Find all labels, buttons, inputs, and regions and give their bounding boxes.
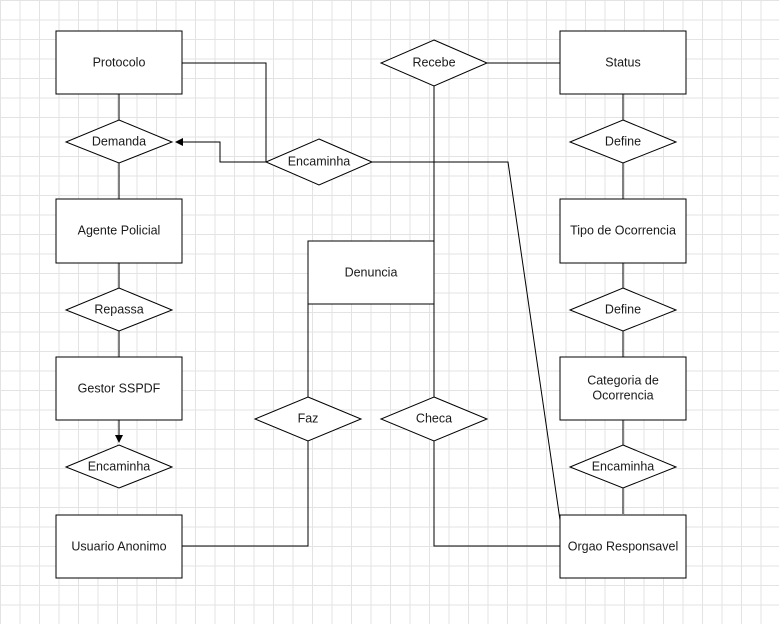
entity-denuncia[interactable]: Denuncia [307, 240, 435, 305]
relationship-define-2-label: Define [605, 302, 641, 316]
entity-orgao-responsavel-label: Orgao Responsavel [568, 539, 678, 553]
edge-encaminha-demanda [175, 138, 266, 163]
entity-denuncia-label: Denuncia [345, 265, 398, 279]
relationship-define-2[interactable]: Define [568, 287, 678, 332]
entity-agente-policial-label: Agente Policial [78, 223, 161, 237]
relationship-encaminha-right-label: Encaminha [592, 459, 655, 473]
entity-status[interactable]: Status [559, 30, 687, 95]
entity-status-label: Status [605, 55, 640, 69]
entity-categoria-label-line1: Categoria de [587, 373, 659, 387]
relationship-encaminha-left-label: Encaminha [88, 459, 151, 473]
relationship-recebe-label: Recebe [412, 55, 455, 69]
entity-categoria-ocorrencia[interactable]: Categoria de Ocorrencia [559, 356, 687, 421]
relationship-encaminha-left[interactable]: Encaminha [64, 444, 174, 489]
relationship-encaminha-center[interactable]: Encaminha [264, 138, 374, 186]
relationship-encaminha-center-label: Encaminha [288, 154, 351, 168]
relationship-checa[interactable]: Checa [379, 396, 489, 442]
entity-tipo-ocorrencia[interactable]: Tipo de Ocorrencia [559, 198, 687, 264]
relationship-checa-label: Checa [416, 411, 452, 425]
relationship-repassa[interactable]: Repassa [64, 287, 174, 332]
relationship-demanda-label: Demanda [92, 134, 146, 148]
edge-encaminha-orgao-responsavel [372, 161, 561, 521]
relationship-define-1-label: Define [605, 134, 641, 148]
entity-protocolo-label: Protocolo [93, 55, 146, 69]
entity-gestor-sspdf-label: Gestor SSPDF [78, 381, 161, 395]
entity-gestor-sspdf[interactable]: Gestor SSPDF [55, 356, 183, 421]
entity-tipo-ocorrencia-label: Tipo de Ocorrencia [570, 223, 676, 237]
relationship-define-1[interactable]: Define [568, 119, 678, 164]
relationship-demanda[interactable]: Demanda [64, 119, 174, 164]
entity-protocolo[interactable]: Protocolo [55, 30, 183, 95]
relationship-encaminha-right[interactable]: Encaminha [568, 444, 678, 489]
relationship-faz-label: Faz [298, 411, 319, 425]
edge-protocolo-encaminha [182, 62, 267, 162]
entity-usuario-anonimo[interactable]: Usuario Anonimo [55, 514, 183, 579]
entity-agente-policial[interactable]: Agente Policial [55, 198, 183, 264]
relationship-repassa-label: Repassa [94, 302, 143, 316]
edge-faz-usuario [182, 441, 309, 547]
edge-checa-orgao [433, 441, 560, 547]
relationship-faz[interactable]: Faz [253, 396, 363, 442]
entity-usuario-anonimo-label: Usuario Anonimo [71, 539, 166, 553]
entity-orgao-responsavel[interactable]: Orgao Responsavel [559, 514, 687, 579]
entity-categoria-label-line2: Ocorrencia [592, 388, 653, 402]
relationship-recebe[interactable]: Recebe [379, 39, 489, 87]
